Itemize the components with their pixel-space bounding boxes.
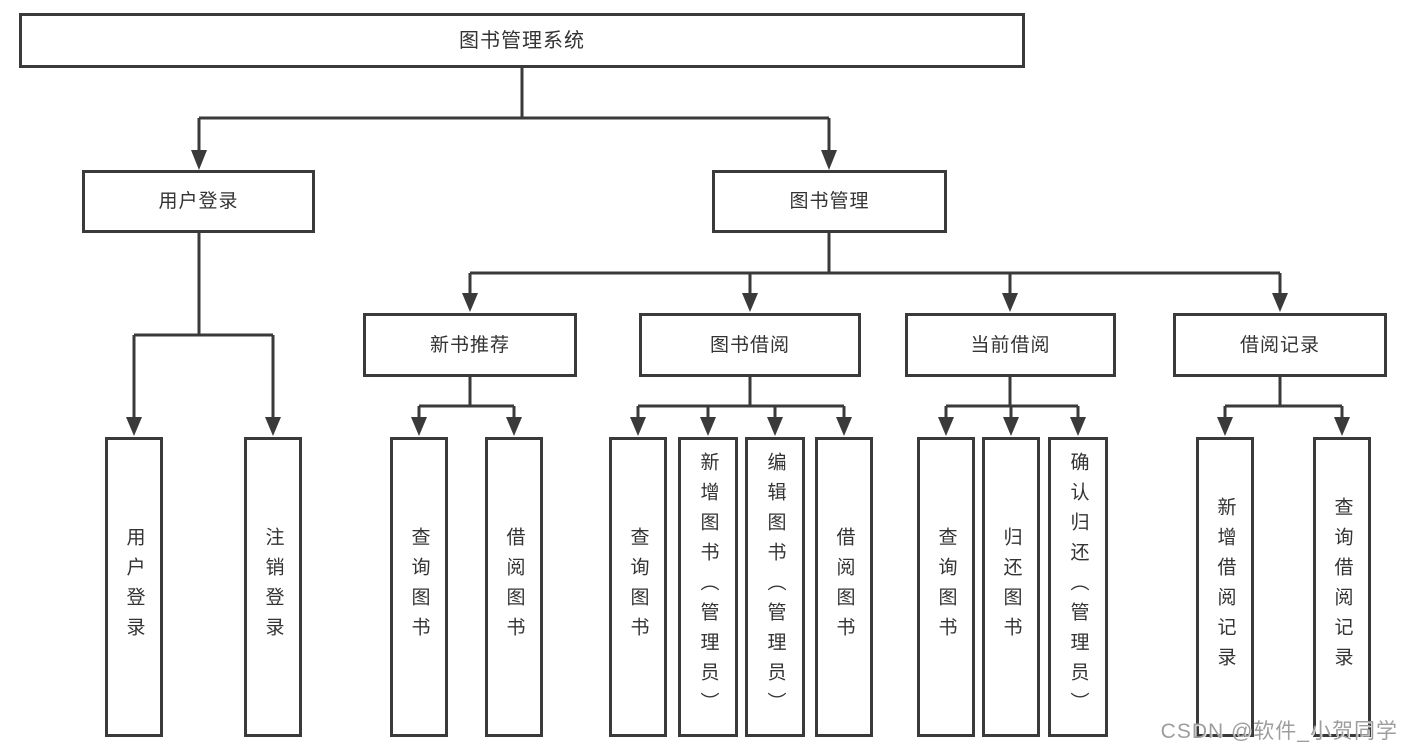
leaf-confirm-return-admin: 确认归还（管理员） bbox=[1048, 437, 1108, 737]
connector-new-book-branch bbox=[411, 377, 522, 436]
leaf-query-books-borrow: 查询图书 bbox=[609, 437, 667, 737]
leaf-query-books-recommend: 查询图书 bbox=[390, 437, 448, 737]
leaf-query-books-current: 查询图书 bbox=[917, 437, 975, 737]
node-borrow-records: 借阅记录 bbox=[1173, 313, 1387, 377]
connector-user-login-branch bbox=[126, 233, 281, 436]
leaf-query-borrow-record: 查询借阅记录 bbox=[1313, 437, 1371, 737]
connector-root-to-level2 bbox=[191, 68, 837, 170]
node-book-management: 图书管理 bbox=[712, 170, 947, 233]
csdn-watermark: CSDN @软件_小贺同学 bbox=[1160, 720, 1398, 743]
leaf-add-borrow-record: 新增借阅记录 bbox=[1196, 437, 1254, 737]
leaf-edit-books-admin: 编辑图书（管理员） bbox=[745, 437, 805, 737]
leaf-user-login: 用户登录 bbox=[105, 437, 163, 737]
node-new-book-recommend: 新书推荐 bbox=[363, 313, 577, 377]
node-library-management-system: 图书管理系统 bbox=[19, 13, 1025, 68]
node-current-borrow: 当前借阅 bbox=[905, 313, 1116, 377]
leaf-borrow-books: 借阅图书 bbox=[815, 437, 873, 737]
connector-borrow-records-branch bbox=[1217, 377, 1350, 436]
leaf-borrow-books-recommend: 借阅图书 bbox=[485, 437, 543, 737]
connector-current-borrow-branch bbox=[938, 377, 1086, 436]
leaf-logout: 注销登录 bbox=[244, 437, 302, 737]
node-book-borrow: 图书借阅 bbox=[639, 313, 861, 377]
connector-book-borrow-branch bbox=[630, 377, 852, 436]
leaf-return-books: 归还图书 bbox=[982, 437, 1040, 737]
connector-book-management-branch bbox=[462, 233, 1288, 312]
leaf-add-books-admin: 新增图书（管理员） bbox=[678, 437, 738, 737]
node-user-login: 用户登录 bbox=[82, 170, 315, 233]
